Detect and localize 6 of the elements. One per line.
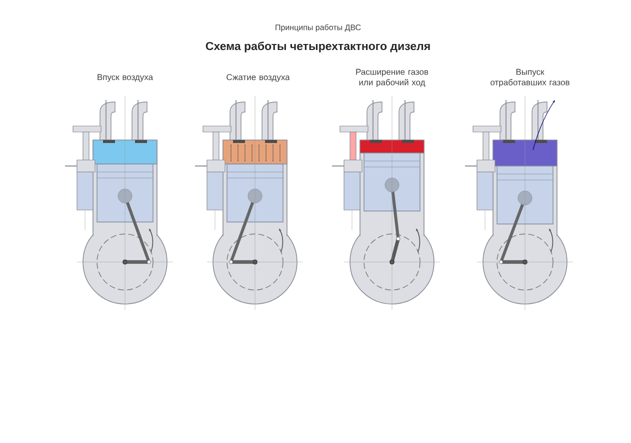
stage-label: Расширение газов или рабочий ход bbox=[356, 68, 428, 88]
title: Схема работы четырехтактного дизеля bbox=[206, 42, 430, 52]
stage-label: Впуск воздуха bbox=[98, 74, 154, 82]
stage-label: Выпуск отработавших газов bbox=[490, 68, 570, 88]
subtitle: Принципы работы ДВС bbox=[276, 24, 361, 32]
stage-label: Сжатие воздуха bbox=[226, 74, 290, 82]
